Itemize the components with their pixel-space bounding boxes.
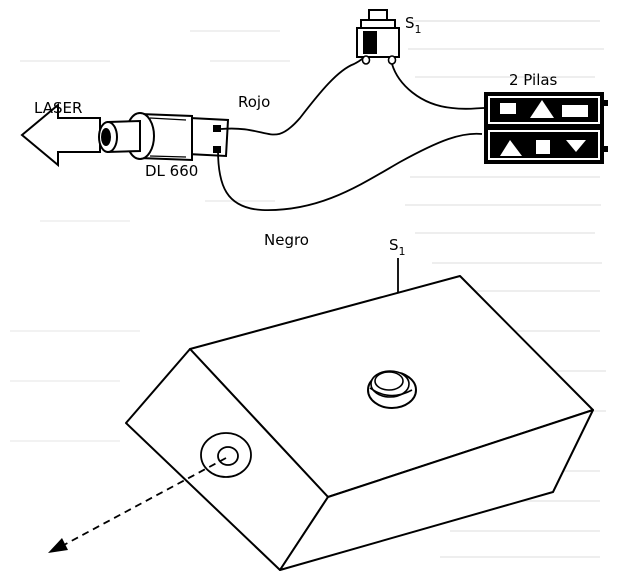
switch-to-battery-wire — [391, 63, 485, 110]
enclosure-pushbutton — [367, 370, 417, 409]
switch-label: S1 — [405, 14, 422, 36]
battery-label: 2 Pilas — [509, 71, 558, 89]
black-wire — [217, 132, 483, 211]
switch-label-letter: S — [405, 14, 415, 32]
switch-label-subscript: 1 — [415, 23, 422, 36]
box-switch-label-letter: S — [389, 236, 399, 254]
bleed-through-texture — [10, 20, 606, 558]
laser-aperture — [200, 432, 252, 478]
laser-beam-dashed-arrow — [48, 457, 227, 553]
laser-label: LASER — [34, 99, 82, 117]
module-label: DL 660 — [145, 162, 198, 180]
laser-module — [98, 112, 230, 162]
enclosure-box — [125, 275, 594, 571]
black-wire-label: Negro — [264, 231, 309, 249]
pushbutton-switch — [356, 9, 400, 65]
box-switch-label-subscript: 1 — [399, 245, 406, 258]
enclosure-side-face — [279, 409, 594, 571]
red-wire-label: Rojo — [238, 93, 270, 111]
battery-holder — [484, 92, 608, 164]
box-switch-label: S1 — [389, 236, 406, 258]
